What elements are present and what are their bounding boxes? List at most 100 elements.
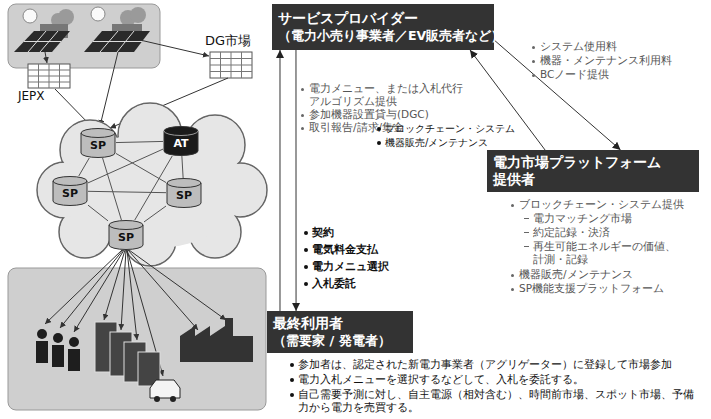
car-icon [150, 380, 180, 398]
label-text: ブロックチェーン・システム提供 [519, 198, 684, 210]
cloud-puff [58, 9, 74, 25]
solar-panel [14, 31, 70, 52]
box-title: 電力市場プラットフォーム 提供者 [493, 154, 693, 189]
bullet-dot [532, 46, 535, 49]
node-label: AT [173, 137, 188, 150]
mesh-link [88, 191, 166, 192]
node-label: SP [62, 187, 78, 200]
list-item: 参加者は、認定された新電力事業者（アグリゲーター）に登録して市場参加 [298, 358, 672, 371]
mesh-link [79, 158, 90, 176]
bullet-dot [301, 114, 304, 117]
person-body [52, 345, 64, 367]
label-text: SP機能支援プラットフォーム [519, 282, 664, 294]
box-subtitle: （需要家 / 発電者） [273, 333, 407, 349]
node-label: SP [90, 139, 106, 152]
list-item: 機器販売/メンテナンス [519, 268, 633, 281]
cylinder-body [167, 179, 201, 208]
list-item: 参加機器設置貸与(DGC) [309, 108, 429, 121]
label-text: 参加者は、認定された新電力事業者（アグリゲーター）に登録して市場参加 [298, 358, 672, 371]
list-item: 機器販売/メンテナンス [385, 136, 488, 149]
mesh-link [144, 206, 166, 222]
mesh-link [182, 156, 183, 178]
list-item: 電力マッチング市場 [533, 212, 632, 225]
label-text: 電力メニュー、または入札代行 アルゴリズム提供 [309, 82, 463, 107]
sp-node: SP [166, 178, 202, 208]
delivery-arrow [45, 250, 122, 324]
list-item: SP機能支援プラットフォーム [519, 282, 664, 295]
bullet-dot [301, 127, 304, 130]
list-item: 入札委託 [312, 277, 356, 290]
delivery-arrow [127, 250, 137, 340]
label-text: 電気料金支払 [312, 243, 378, 256]
list-item: 機器・メンテナンス利用料 [540, 54, 672, 67]
sp-node: SP [80, 128, 116, 158]
cylinder-body [164, 127, 198, 156]
list-item: ブロックチェーン・システム [385, 122, 515, 135]
list-item: 再生可能エネルギーの価値、 計測・記録 [533, 240, 683, 266]
list-item: 電力入札メニューを選択するなどして、入札を委託する。 [298, 373, 584, 386]
label-text: BCノード提供 [540, 68, 609, 80]
list-item: 約定記録・決済 [533, 226, 610, 239]
bullet-dot [511, 288, 514, 291]
list-item: 電力メニュー、または入札代行 アルゴリズム提供 [309, 82, 469, 108]
cylinder-body [109, 221, 143, 250]
list-item: 電力メニュ選択 [312, 260, 389, 273]
end-user-box: 最終利用者（需要家 / 発電者） [267, 311, 413, 353]
bullet-dash [524, 246, 529, 247]
person-head [37, 329, 47, 339]
bullet-dot [304, 231, 308, 235]
person-head [53, 333, 63, 343]
market-label: DG市場 [205, 34, 251, 47]
cylinder-body [81, 129, 115, 158]
list-item: 契約 [312, 226, 334, 239]
list-item: システム使用料 [540, 40, 617, 53]
generation-panel [8, 4, 160, 68]
bullet-dot [532, 74, 535, 77]
sp-node: SP [108, 220, 144, 250]
label-text: JEPX [18, 89, 45, 103]
label-text: 契約 [312, 226, 334, 239]
sun-symbol [23, 9, 37, 23]
sp-node: SP [52, 176, 88, 206]
label-text: DG市場 [205, 33, 251, 48]
cylinder-rim [81, 133, 115, 138]
cylinder-rim [109, 225, 143, 230]
label-text: 機器販売/メンテナンス [385, 137, 488, 148]
person-head [69, 337, 79, 347]
supply-arrow [140, 40, 209, 56]
table-lines [210, 52, 252, 78]
factory-icon [180, 318, 253, 362]
cylinder-rim [164, 131, 198, 136]
label-text: 機器・メンテナンス利用料 [540, 54, 672, 66]
provider-box: サービスプロバイダー（電力小売り事業者／EV販売者など） [272, 4, 494, 50]
box-title: 最終利用者 [273, 315, 407, 333]
mesh-link [103, 158, 122, 220]
person-body [36, 341, 48, 363]
panel-grid [93, 31, 142, 52]
box-subtitle: （電力小売り事業者／EV販売者など） [278, 28, 488, 44]
bullet-dot [301, 88, 304, 91]
panel-grid [24, 31, 61, 52]
building-icons [95, 322, 160, 386]
supply-arrow [100, 52, 118, 126]
market-table [210, 52, 252, 78]
flow-arrow [279, 50, 280, 311]
mesh-link [116, 141, 163, 142]
people-icon [36, 329, 80, 371]
table-lines [28, 64, 70, 88]
label-text: 機器販売/メンテナンス [519, 268, 633, 280]
bullet-dot [511, 274, 514, 277]
car-wheel [170, 396, 176, 402]
label-text: 自己需要予測に対し、自主電源（相対含む）、時間前市場、スポット市場、予備 力から… [298, 388, 694, 414]
bullet-dot [304, 265, 308, 269]
bullet-dot [532, 60, 535, 63]
bullet-dot [304, 248, 308, 252]
car-wheel [154, 396, 160, 402]
cylinder-rim [167, 183, 201, 188]
mesh-link [88, 205, 108, 221]
list-item: 電気料金支払 [312, 243, 378, 256]
list-item: BCノード提供 [540, 68, 609, 81]
bullet-dash [524, 232, 529, 233]
bullet-dot [290, 378, 294, 382]
box-title: サービスプロバイダー [278, 10, 488, 28]
